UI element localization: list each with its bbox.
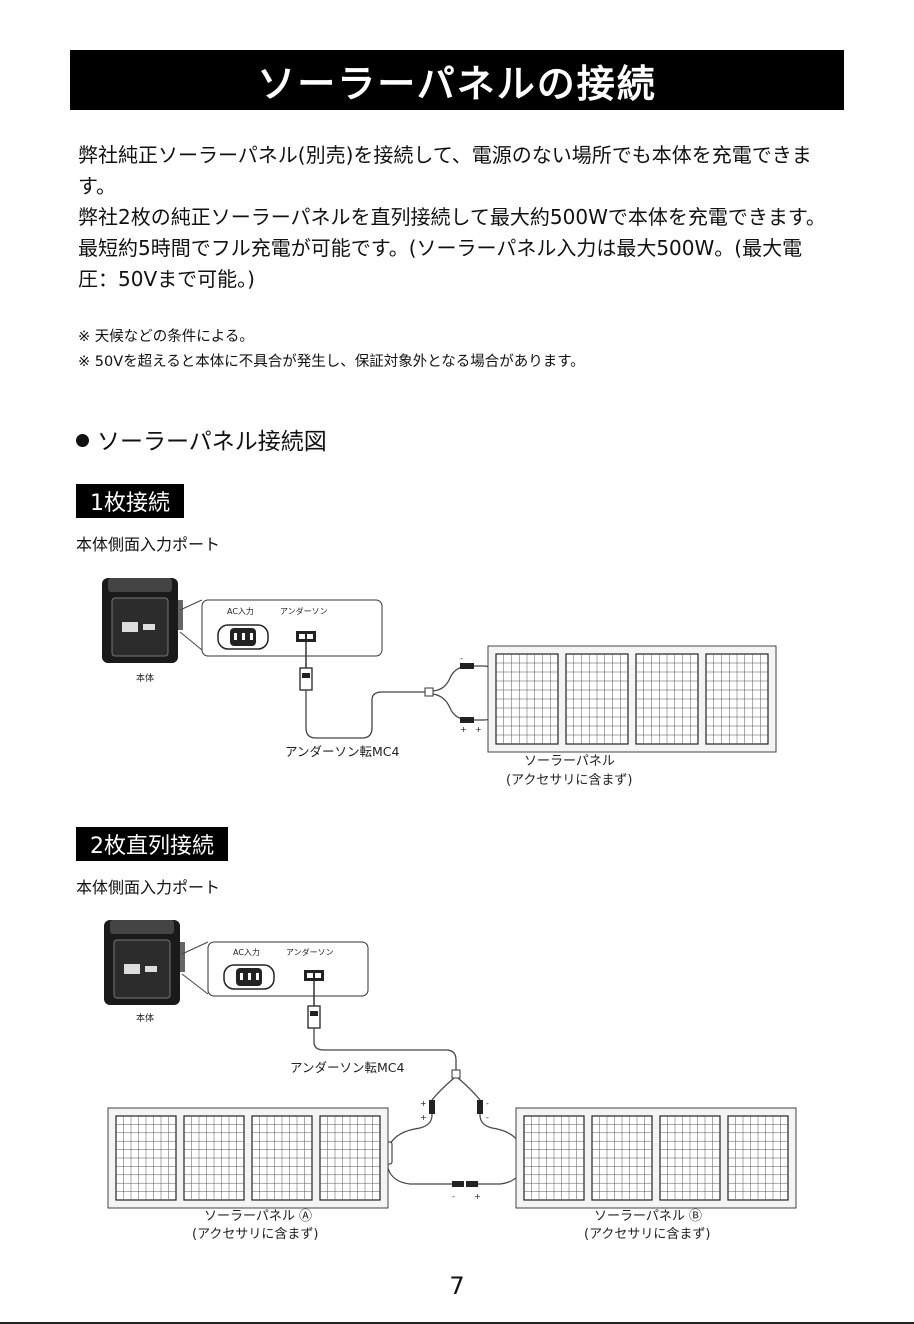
zoom-line-top (181, 941, 209, 955)
anderson-port-icon (296, 631, 316, 642)
anderson-port-icon (304, 970, 324, 981)
cable-splitter (451, 1069, 461, 1079)
single-port-label: 本体側面入力ポート (76, 535, 221, 554)
section-heading: ソーラーパネル接続図 (76, 422, 327, 456)
minus-sign: - (486, 1099, 489, 1108)
notes: ※ 天候などの条件による。 ※ 50Vを超えると本体に不具合が発生し、保証対象外… (78, 325, 858, 375)
bottom-rule (0, 1322, 914, 1324)
series-connection-label: 2枚直列接続 (76, 827, 228, 861)
solar-panel-label: ソーラーパネル (524, 754, 615, 769)
section-heading-text: ソーラーパネル接続図 (97, 429, 327, 455)
series-connection-label-text: 2枚直列接続 (90, 834, 214, 859)
intro-paragraph-1: 弊社純正ソーラーパネル(別売)を接続して、電源のない場所でも本体を充電できます。 (78, 143, 812, 198)
ac-input-label: AC入力 (233, 947, 260, 957)
inter-panel-cable-a (387, 1167, 452, 1185)
mc4-connector-plus (460, 717, 474, 723)
solar-panel-note: (アクセサリに含まず) (506, 772, 633, 788)
solar-panel-a-label: ソーラーパネル Ⓐ (204, 1209, 312, 1224)
cable-splitter (424, 687, 434, 697)
solar-panel-a-icon (107, 1107, 389, 1209)
mc4-cable (305, 690, 425, 739)
bullet-icon (76, 434, 89, 447)
plus-sign-2: + (420, 1113, 427, 1122)
page-number: 7 (449, 1272, 465, 1300)
zoom-line-bottom (181, 973, 209, 995)
mc4-link-minus (452, 1181, 464, 1187)
cable-branch-minus (457, 1077, 481, 1115)
cable-label: アンダーソン転MC4 (290, 1060, 405, 1075)
note-voltage: ※ 50Vを超えると本体に不具合が発生し、保証対象外となる場合があります。 (78, 354, 585, 370)
plus-sign: + (420, 1099, 427, 1108)
intro-text: 弊社純正ソーラーパネル(別売)を接続して、電源のない場所でも本体を充電できます。… (78, 140, 838, 295)
body-label: 本体 (136, 1012, 154, 1024)
power-station-icon (102, 578, 183, 663)
solar-panel-b-label: ソーラーパネル Ⓑ (594, 1209, 702, 1224)
cable-branch-minus (432, 665, 484, 692)
link-minus-sign: - (452, 1192, 455, 1201)
title-bar: ソーラーパネルの接続 (70, 50, 844, 110)
mc4-connector-plus (429, 1100, 435, 1114)
note-weather: ※ 天候などの条件による。 (78, 329, 254, 345)
solar-panel-a-note: (アクセサリに含まず) (192, 1226, 319, 1242)
cable-label: アンダーソン転MC4 (285, 744, 400, 759)
plus-sign: + (460, 725, 467, 734)
mc4-connector-minus (460, 663, 474, 669)
solar-panel-b-note: (アクセサリに含まず) (584, 1226, 711, 1242)
series-connection-diagram: 本体 AC入力 アンダーソン + + - - - + アンダーソン転MC4 ソー… (104, 920, 797, 1242)
inter-panel-cable-b (478, 1167, 523, 1185)
cable-branch-plus (431, 1077, 455, 1115)
ac-inlet-icon (223, 964, 275, 990)
solar-panel-b-icon (515, 1107, 797, 1209)
page-title: ソーラーパネルの接続 (257, 61, 657, 106)
zoom-line-top (179, 599, 203, 611)
intro-paragraph-2: 弊社2枚の純正ソーラーパネルを直列接続して最大約500Wで本体を充電できます。最… (78, 205, 826, 291)
body-label: 本体 (136, 672, 154, 684)
cable-to-panel-a (387, 1114, 433, 1168)
series-port-label: 本体側面入力ポート (76, 878, 221, 897)
minus-sign-2: - (486, 1113, 489, 1122)
anderson-label: アンダーソン (280, 606, 328, 616)
ac-input-label: AC入力 (227, 606, 254, 616)
single-connection-label-text: 1枚接続 (90, 491, 170, 516)
single-connection-label: 1枚接続 (76, 484, 184, 518)
zoom-line-bottom (179, 631, 203, 651)
plus-sign-2: + (475, 725, 482, 734)
cable-branch-plus (432, 693, 484, 721)
solar-panel-icon (487, 645, 777, 753)
mc4-cable (313, 1028, 457, 1070)
link-plus-sign: + (474, 1192, 481, 1201)
mc4-connector-minus (477, 1100, 483, 1114)
minus-sign: - (460, 654, 463, 663)
anderson-label: アンダーソン (286, 947, 334, 957)
power-station-icon (104, 920, 185, 1005)
mc4-link-plus (466, 1181, 478, 1187)
ac-inlet-icon (217, 624, 269, 650)
single-connection-diagram: 本体 AC入力 アンダーソン - + + ソーラーパネル (アクセサリに含まず)… (102, 578, 777, 788)
